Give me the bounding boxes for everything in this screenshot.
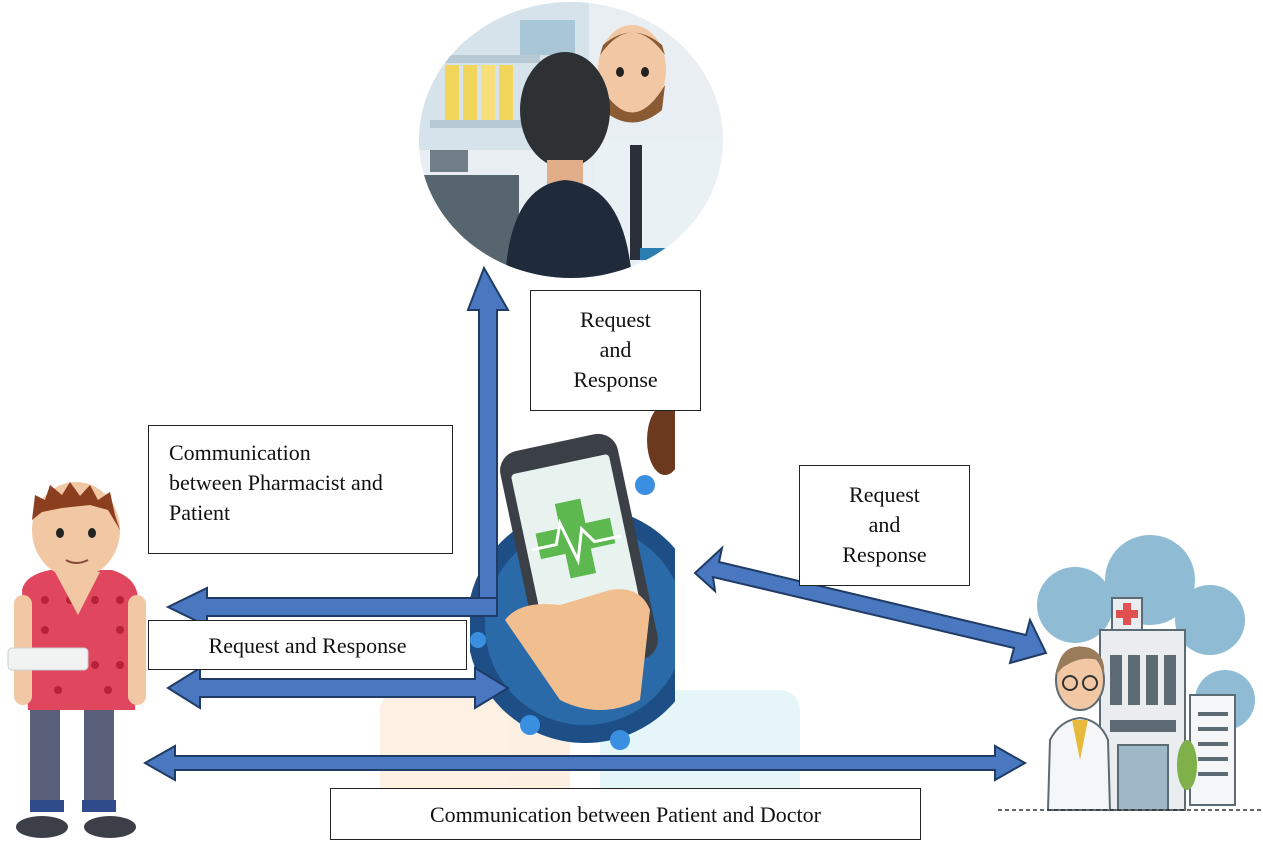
arrow-patient-app-bidirectional <box>166 666 510 710</box>
pharmacy-request-line-1: Request <box>580 307 651 332</box>
pharmacist-patient-label: Communication between Pharmacist and Pat… <box>148 425 453 554</box>
doctor-request-line-2: and <box>868 512 901 537</box>
pharmacy-illustration <box>419 2 723 278</box>
doctor-request-label: Request and Response <box>799 465 970 586</box>
doctor-request-line-3: Response <box>842 542 927 567</box>
pharmacy-request-label: Request and Response <box>530 290 701 411</box>
patient-doctor-label: Communication between Patient and Doctor <box>330 788 921 840</box>
arrow-app-doctor-bidirectional <box>693 545 1048 665</box>
pharmacy-request-line-2: and <box>599 337 632 362</box>
doctor-hospital-illustration <box>998 535 1263 811</box>
pharmacy-request-line-3: Response <box>573 367 658 392</box>
arrow-patient-doctor-bidirectional <box>142 744 1028 782</box>
mobile-app-illustration <box>470 405 675 750</box>
pharmacist-patient-line-3: Patient <box>169 500 231 525</box>
pharmacist-patient-line-1: Communication <box>169 440 311 465</box>
patient-illustration <box>7 482 146 838</box>
doctor-request-line-1: Request <box>849 482 920 507</box>
patient-app-label: Request and Response <box>148 620 467 670</box>
pharmacist-patient-line-2: between Pharmacist and <box>169 470 383 495</box>
